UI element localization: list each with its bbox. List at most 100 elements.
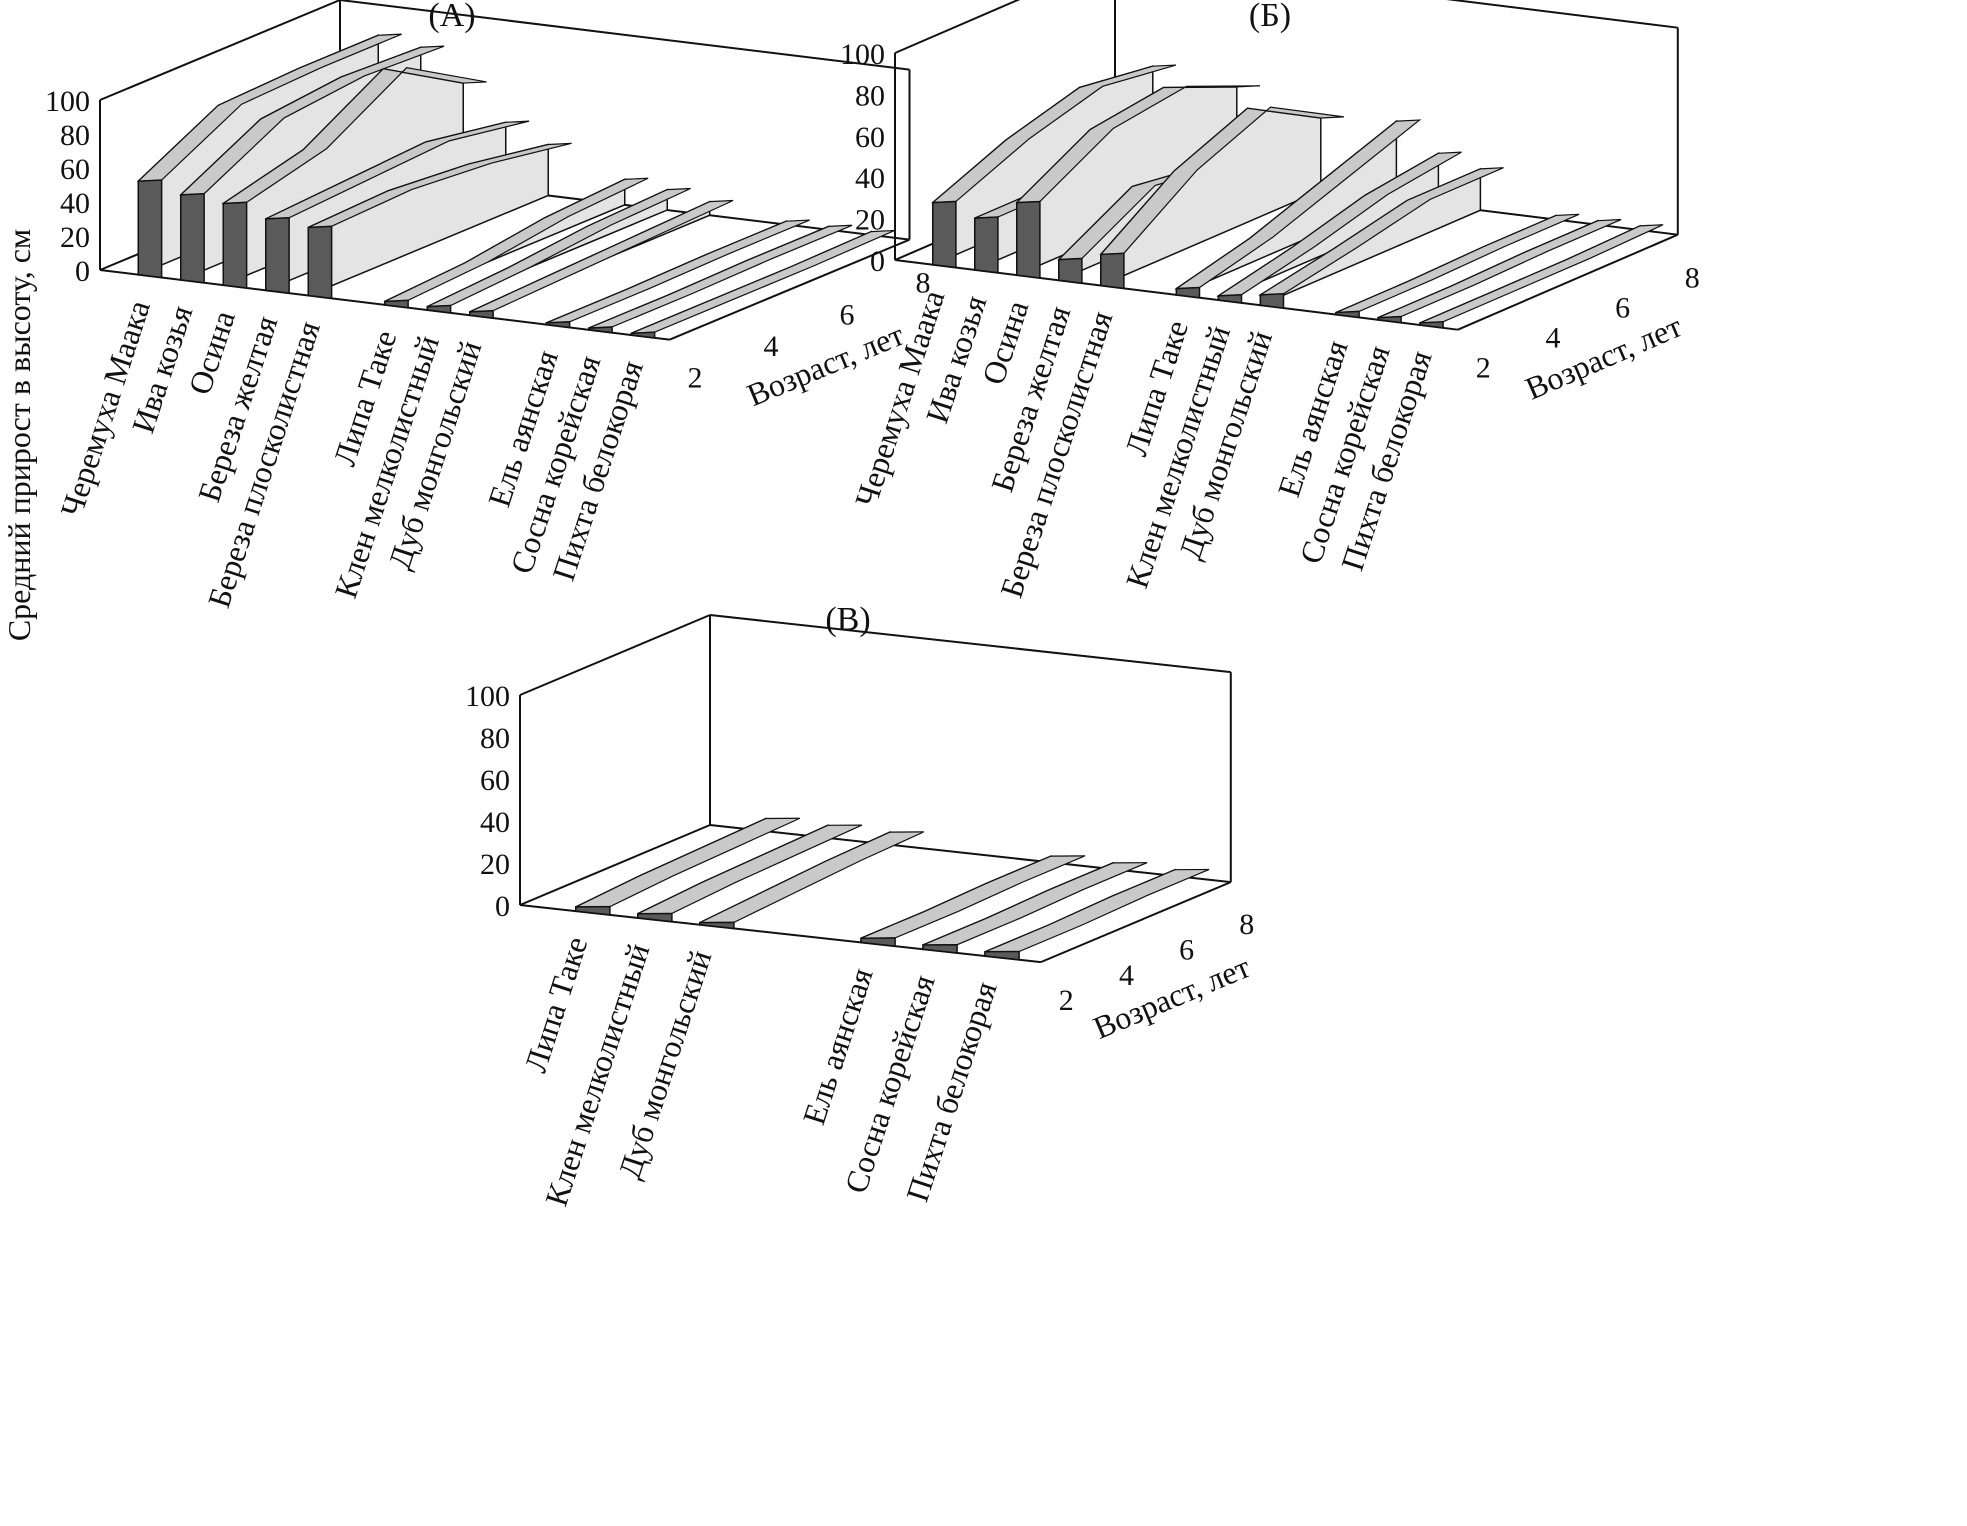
ribbon-front-face	[984, 950, 1020, 961]
depth-tick-label: 2	[1476, 352, 1491, 385]
series-ribbon-lipa-take	[575, 817, 801, 916]
ribbon-top	[546, 219, 810, 324]
y-tick-label: 100	[465, 680, 510, 713]
ribbon-top	[588, 224, 853, 329]
ribbon-top	[1015, 85, 1260, 204]
y-tick-label: 100	[45, 85, 90, 118]
ribbon-top	[469, 199, 734, 313]
ribbon-top	[922, 862, 1148, 946]
y-tick-label: 0	[495, 890, 510, 923]
series-ribbon-sosna-koreyskaya	[922, 861, 1148, 954]
ribbon-top	[1216, 151, 1462, 297]
y-tick-label: 80	[855, 79, 885, 112]
y-tick-label: 40	[855, 162, 885, 195]
ribbon-front-face	[588, 326, 613, 334]
ribbon-top	[221, 67, 487, 205]
series-ribbon-el-ayanskaya	[545, 219, 810, 329]
wall-top-left-edge	[519, 614, 711, 696]
y-tick-label: 100	[840, 38, 885, 71]
y-tick-label: 60	[480, 764, 510, 797]
depth-tick-label: 4	[764, 330, 779, 363]
depth-tick-label: 2	[1059, 984, 1074, 1017]
ribbon-front-face	[1259, 292, 1285, 309]
y-tick-label: 40	[60, 187, 90, 220]
ribbon-top	[1174, 119, 1422, 290]
ribbon-top	[984, 868, 1210, 953]
ribbon-top	[1419, 224, 1664, 324]
ribbon-top	[1335, 213, 1580, 314]
ribbon-top	[265, 120, 530, 220]
series-ribbon-pihta-belokoraya	[630, 229, 895, 339]
series-ribbon-pihta-belokoraya	[1419, 224, 1664, 329]
ribbon-front-face	[180, 192, 205, 284]
ribbon-front-face	[1175, 286, 1201, 299]
y-tick-label: 40	[480, 806, 510, 839]
ribbon-front-face	[137, 179, 163, 279]
depth-axis-line	[1040, 881, 1232, 964]
ribbon-front-face	[932, 200, 957, 269]
ribbon-top	[1099, 106, 1344, 256]
ribbon-front-face	[974, 216, 999, 274]
depth-tick-label: 8	[916, 267, 931, 300]
ribbon-front-face	[1058, 257, 1083, 284]
panel-title: (Б)	[1249, 0, 1291, 34]
ribbon-top	[699, 831, 925, 924]
series-ribbon-bereza-ploskolistnaya	[307, 142, 572, 300]
panel-title: (В)	[825, 601, 870, 638]
ribbon-front-face	[1016, 200, 1041, 279]
ribbon-front-face	[630, 331, 656, 339]
series-ribbon-klen-melkolistnyy	[637, 824, 863, 923]
wall-top-left-edge	[894, 0, 1021, 54]
depth-tick-label: 6	[840, 298, 855, 331]
ribbon-front-face	[1377, 315, 1402, 324]
back-wall-top	[1446, 0, 1678, 29]
ribbon-top	[631, 229, 895, 334]
series-ribbon-bereza-ploskolistnaya	[1099, 106, 1344, 290]
depth-tick-label: 6	[1615, 292, 1630, 325]
ribbon-front-face	[1419, 321, 1444, 329]
ribbon-top	[1377, 218, 1622, 319]
depth-tick-label: 4	[1545, 322, 1560, 355]
category-label: Липа Таке	[517, 932, 595, 1076]
y-tick-label: 60	[855, 121, 885, 154]
y-tick-label: 0	[870, 245, 885, 278]
series-ribbon-dub-mongolskiy	[1258, 167, 1504, 309]
ribbon-top	[426, 187, 691, 308]
series-ribbon-sosna-koreyskaya	[588, 224, 853, 334]
ribbon-top	[307, 142, 572, 229]
ribbon-top	[1258, 167, 1504, 296]
depth-axis-line	[669, 238, 910, 341]
depth-axis-title: Возраст, лет	[1088, 948, 1255, 1046]
depth-tick-label: 2	[688, 362, 703, 395]
ribbon-front-face	[307, 225, 333, 300]
series-ribbon-el-ayanskaya	[1335, 213, 1580, 319]
depth-tick-label: 8	[1239, 908, 1254, 941]
ribbon-front-face	[699, 921, 735, 930]
series-ribbon-dub-mongolskiy	[699, 830, 925, 930]
depth-axis-line	[1457, 233, 1679, 331]
panel-title: (A)	[428, 0, 475, 34]
ribbon-top	[136, 33, 402, 182]
ribbon-front-face	[545, 320, 571, 329]
series-ribbon-klen-melkolistnyy	[1216, 151, 1462, 304]
y-tick-label: 80	[60, 119, 90, 152]
ribbon-top	[931, 64, 1177, 204]
series-ribbon-lipa-take	[384, 177, 649, 309]
ribbon-front-face	[222, 201, 248, 289]
back-floor-edge	[709, 824, 1231, 884]
back-wall-top	[339, 0, 910, 71]
ribbon-front-face	[922, 943, 958, 954]
ribbon-front-face	[469, 309, 494, 319]
back-wall-top	[709, 614, 1231, 674]
ribbon-front-face	[860, 937, 896, 947]
depth-tick-label: 4	[1119, 959, 1134, 992]
y-tick-label: 80	[480, 722, 510, 755]
y-tick-label: 20	[60, 221, 90, 254]
series-ribbon-klen-melkolistnyy	[426, 187, 691, 314]
ribbon-front-face	[384, 299, 409, 309]
depth-tick-label: 6	[1179, 933, 1194, 966]
ribbon-front-face	[426, 304, 452, 314]
